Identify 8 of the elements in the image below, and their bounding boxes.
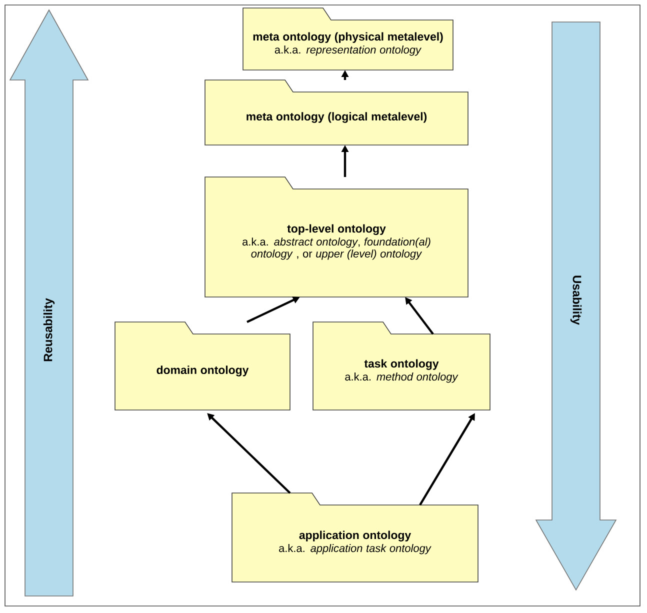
side-label: Usability bbox=[570, 276, 582, 325]
folder-box: top-level ontology a.k.a. abstract ontology, foundation(al) ontology , or upper (level) ontology bbox=[204, 176, 468, 298]
side-label: Reusability bbox=[43, 298, 55, 362]
folder-box: meta ontology (logical metalevel) bbox=[204, 80, 468, 146]
folder-box: application ontology a.k.a. application task ontology bbox=[232, 492, 478, 582]
folder-box: meta ontology (physical metalevel) a.k.a. representation ontology bbox=[242, 8, 454, 70]
folder-box: task ontology a.k.a. method ontology bbox=[312, 322, 490, 410]
folder-box: domain ontology bbox=[114, 322, 290, 410]
